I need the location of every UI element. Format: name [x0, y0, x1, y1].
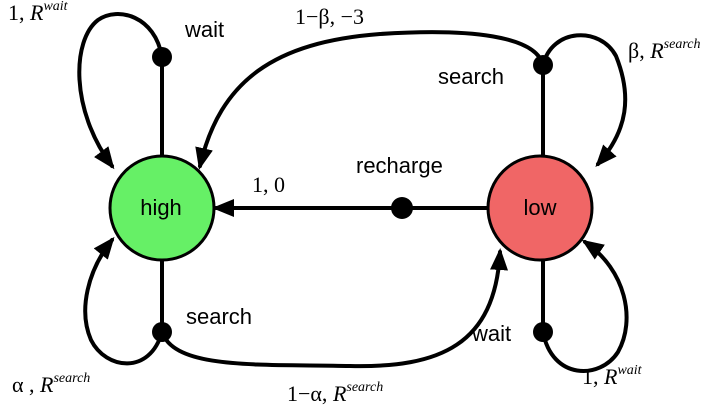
state-low-circle — [486, 154, 594, 262]
high-search-to-low-label: 1−α, Rsearch — [287, 380, 383, 406]
state-low-label: low — [523, 195, 556, 220]
low-wait-loop-label: 1, Rwait — [582, 363, 643, 389]
low-wait-loop-edge — [541, 239, 629, 373]
high-search-action-label: search — [186, 304, 252, 329]
low-recharge-to-high-label: 1, 0 — [252, 172, 285, 197]
low-recharge-action-dot — [391, 197, 413, 219]
high-search-to-low-edge — [160, 248, 509, 369]
high-search-action-dot — [152, 322, 172, 342]
low-search-to-high-label: 1−β, −3 — [295, 4, 364, 29]
state-high: high — [108, 154, 216, 262]
high-search-loop-edge — [83, 236, 164, 366]
low-search-loop-edge — [541, 33, 628, 168]
low-search-action-dot — [533, 55, 553, 75]
state-low: low — [486, 154, 594, 262]
low-search-action-label: search — [438, 64, 504, 89]
high-wait-action-dot — [152, 47, 172, 67]
low-recharge-action-label: recharge — [356, 153, 443, 178]
low-search-loop-label: β, Rsearch — [628, 37, 700, 63]
low-wait-action-dot — [533, 322, 553, 342]
high-wait-loop-edge — [77, 12, 164, 170]
state-high-circle — [108, 154, 216, 262]
low-wait-action-label: wait — [471, 321, 511, 346]
state-high-label: high — [140, 195, 182, 220]
low-search-to-high-edge — [195, 30, 545, 170]
high-wait-action-label: wait — [184, 17, 224, 42]
high-wait-loop-label: 1, Rwait — [8, 0, 69, 25]
high-search-loop-label: α , Rsearch — [12, 371, 90, 397]
